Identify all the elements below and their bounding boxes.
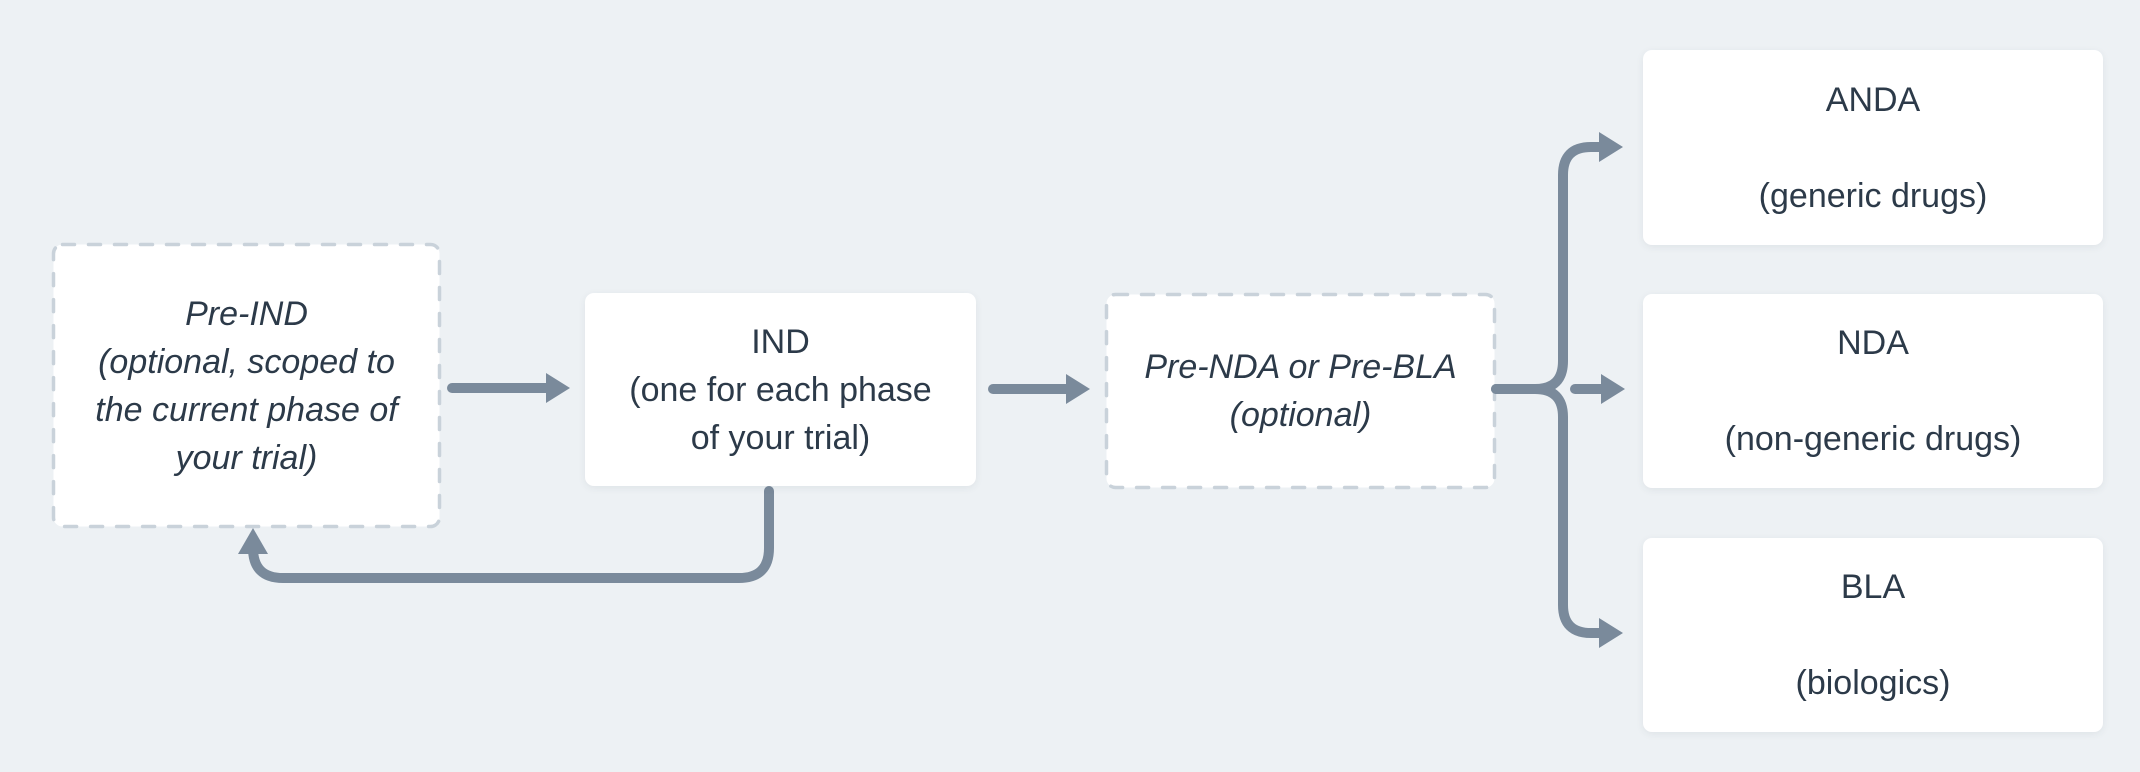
node-pre-ind-line: the current phase of <box>95 390 398 429</box>
edge-nda-arrowhead <box>1601 374 1625 404</box>
node-anda: ANDA (generic drugs) <box>1643 50 2103 245</box>
node-anda-line: ANDA <box>1825 80 1921 119</box>
node-bla: BLA (biologics) <box>1643 538 2103 732</box>
node-nda-line: (non-generic drugs) <box>1724 420 2022 458</box>
edge-ind-to-prenda-arrowhead <box>1066 374 1090 404</box>
node-bla-line: BLA <box>1840 568 1906 606</box>
node-nda-line <box>1643 367 2103 415</box>
edge-prenda-to-anda <box>1491 142 1604 394</box>
edge-prenda-to-bla <box>1491 384 1604 638</box>
node-pre-ind-line: (optional, scoped to <box>98 342 395 381</box>
node-pre-nda-line: (optional) <box>1229 396 1372 434</box>
node-ind-line: of your trial) <box>690 418 871 457</box>
edge-loopback-arrowhead <box>238 528 268 554</box>
node-bla-line <box>1643 611 2103 659</box>
node-nda: NDA (non-generic drugs) <box>1643 294 2103 488</box>
node-bla-line: (biologics) <box>1795 664 1951 702</box>
node-anda-line: (generic drugs) <box>1758 176 1988 215</box>
node-pre-ind-line: Pre-IND <box>185 294 308 333</box>
node-nda-line: NDA <box>1837 324 1909 362</box>
node-pre-nda: Pre-NDA or Pre-BLA (optional) <box>1105 293 1496 489</box>
node-pre-nda-line: Pre-NDA or Pre-BLA <box>1144 348 1457 386</box>
node-ind: IND (one for each phase of your trial) <box>585 293 976 486</box>
edge-bla-arrowhead <box>1599 618 1623 648</box>
node-pre-ind-line: your trial) <box>175 438 318 477</box>
node-ind-line: IND <box>751 322 810 361</box>
edge-anda-arrowhead <box>1599 132 1623 162</box>
node-ind-line: (one for each phase <box>629 370 932 409</box>
node-pre-ind: Pre-IND (optional, scoped to the current… <box>52 243 441 528</box>
node-anda-line <box>1643 124 2103 172</box>
edge-preind-to-ind-arrowhead <box>546 373 570 403</box>
